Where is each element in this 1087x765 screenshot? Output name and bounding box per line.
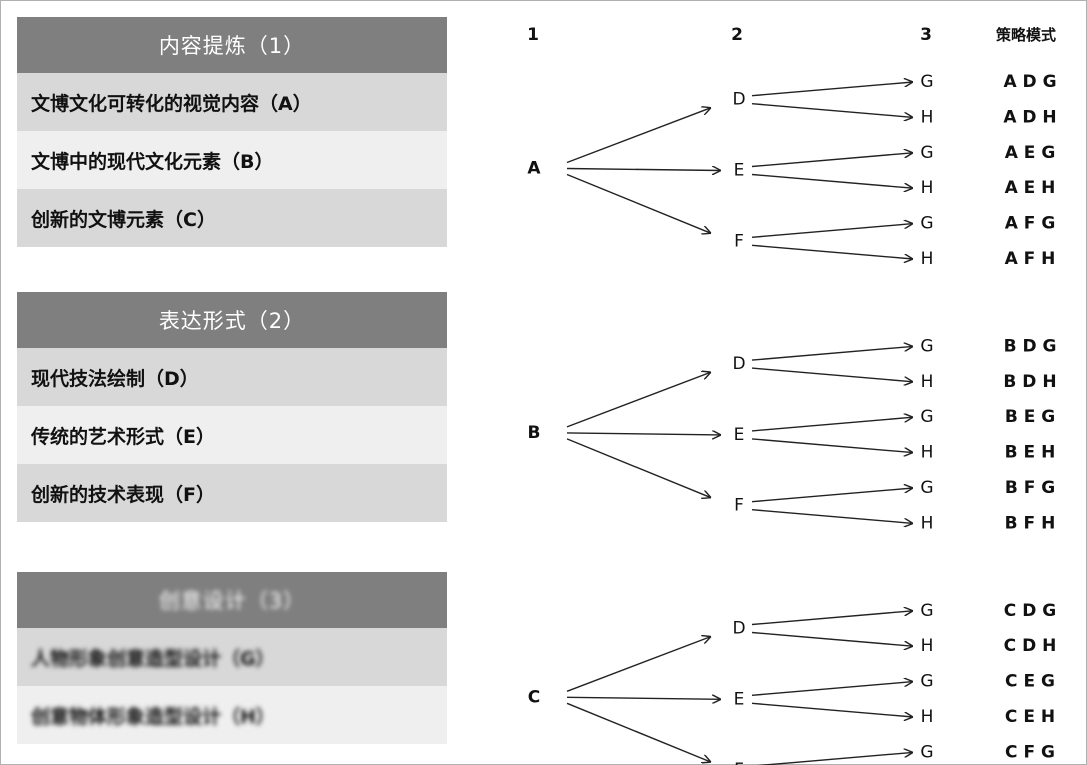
edge-C-E (566, 697, 721, 699)
edge-E-G (751, 417, 913, 432)
edge-F-H (751, 509, 913, 524)
edge-D-H (751, 367, 913, 382)
item-c: 创新的文博元素（C） (17, 189, 447, 247)
strategy-combo: B E H (1005, 443, 1056, 463)
edge-E-H (751, 702, 913, 717)
node-g: G (920, 143, 933, 163)
item-f: 创新的技术表现（F） (17, 464, 447, 522)
strategy-combo: C F G (1005, 742, 1055, 762)
column-header-2: 2 (731, 25, 743, 45)
edge-A-F (566, 173, 711, 234)
node-g: G (920, 478, 933, 498)
item-b: 文博中的现代文化元素（B） (17, 131, 447, 189)
edge-B-F (566, 438, 711, 498)
item-g: 人物形象创意造型设计（G） (17, 628, 447, 686)
node-g: G (920, 601, 933, 621)
node-a: A (527, 159, 541, 179)
strategy-combo: A D G (1003, 72, 1056, 92)
strategy-combo: A E H (1005, 178, 1056, 198)
section-content-extraction: 内容提炼（1） 文博文化可转化的视觉内容（A） 文博中的现代文化元素（B） 创新… (17, 17, 447, 247)
strategy-combo: C E G (1005, 672, 1055, 692)
edge-E-H (751, 173, 913, 189)
item-g-text: 人物形象创意造型设计（G） (31, 647, 275, 670)
item-e: 传统的艺术形式（E） (17, 406, 447, 464)
edge-D-H (751, 103, 913, 118)
strategy-combo: A E G (1005, 143, 1056, 163)
edge-B-D (566, 372, 711, 428)
node-e: E (734, 689, 745, 709)
node-g: G (920, 672, 933, 692)
node-g: G (920, 336, 933, 356)
node-h: H (921, 443, 934, 463)
edge-E-G (751, 682, 913, 696)
node-h: H (921, 707, 934, 727)
section-header: 内容提炼（1） (17, 17, 447, 73)
node-h: H (921, 249, 934, 269)
strategy-combo: A F G (1005, 214, 1056, 234)
node-h: H (921, 513, 934, 533)
item-h: 创意物体形象造型设计（H） (17, 686, 447, 744)
edge-F-G (756, 752, 913, 765)
node-g: G (920, 72, 933, 92)
node-g: G (920, 407, 933, 427)
edge-C-F (566, 702, 711, 762)
strategy-combo: C D H (1004, 636, 1057, 656)
node-h: H (921, 636, 934, 656)
node-f: F (734, 231, 744, 251)
strategy-combo: A F H (1005, 249, 1056, 269)
node-g: G (920, 214, 933, 234)
node-e: E (734, 161, 745, 181)
node-e: E (734, 425, 745, 445)
node-g: G (920, 742, 933, 762)
column-header-4: 策略模式 (995, 26, 1056, 44)
edge-F-G (751, 488, 913, 503)
node-d: D (732, 619, 745, 639)
node-b: B (528, 423, 541, 443)
edge-D-G (751, 611, 913, 626)
node-f: F (734, 496, 744, 516)
node-d: D (732, 90, 745, 110)
node-f: F (734, 760, 744, 765)
section-header: 表达形式（2） (17, 292, 447, 348)
strategy-combo: C E H (1005, 707, 1055, 727)
section-title-blurred: 创意设计（3） (158, 589, 306, 613)
column-header-3: 3 (920, 25, 932, 45)
edge-F-G (751, 224, 913, 238)
edge-D-G (751, 82, 913, 97)
section-creative-design: 创意设计（3） 人物形象创意造型设计（G） 创意物体形象造型设计（H） (17, 572, 447, 744)
edge-A-E (566, 169, 721, 171)
edge-F-H (751, 244, 913, 259)
strategy-combo: B F H (1005, 513, 1056, 533)
column-header-1: 1 (527, 25, 539, 45)
item-h-text: 创意物体形象造型设计（H） (31, 705, 275, 728)
item-d: 现代技法绘制（D） (17, 348, 447, 406)
strategy-combo: A D H (1003, 107, 1056, 127)
edge-D-H (751, 631, 913, 647)
strategy-combo: C D G (1004, 601, 1056, 621)
section-header: 创意设计（3） (17, 572, 447, 628)
node-d: D (732, 354, 745, 374)
edge-A-D (566, 108, 711, 164)
node-h: H (921, 372, 934, 392)
edge-E-H (751, 438, 913, 453)
strategy-combo: B F G (1005, 478, 1055, 498)
node-h: H (921, 107, 934, 127)
edge-C-D (566, 637, 711, 692)
tree-edges (566, 82, 913, 765)
node-h: H (921, 178, 934, 198)
edge-B-E (566, 433, 721, 435)
node-c: C (528, 687, 540, 707)
edge-E-G (751, 153, 913, 168)
item-a: 文博文化可转化的视觉内容（A） (17, 73, 447, 131)
strategy-combo: B D G (1004, 336, 1057, 356)
section-expression-form: 表达形式（2） 现代技法绘制（D） 传统的艺术形式（E） 创新的技术表现（F） (17, 292, 447, 522)
edge-D-G (751, 346, 913, 361)
strategy-combo: B D H (1003, 372, 1056, 392)
strategy-combo: B E G (1005, 407, 1055, 427)
